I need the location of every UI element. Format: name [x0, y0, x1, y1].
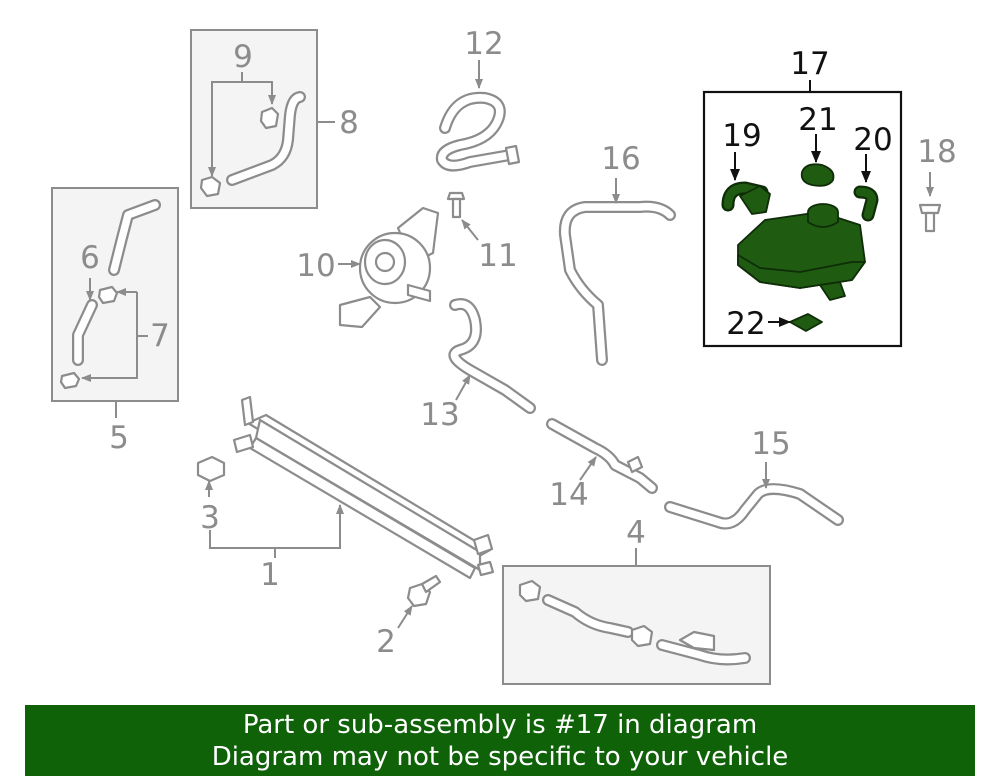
clip-part-3 [196, 455, 226, 483]
hose-part-13 [448, 298, 536, 414]
banner-line-1: Part or sub-assembly is #17 in diagram [242, 710, 758, 740]
reservoir-part-17[interactable] [737, 203, 866, 301]
bolt-part-18 [918, 203, 942, 233]
clamp-part-7a [97, 285, 119, 305]
callout-19: 19 [722, 118, 761, 154]
callout-8: 8 [339, 105, 359, 141]
callout-5: 5 [109, 420, 129, 456]
hose-part-20[interactable] [853, 185, 879, 222]
callout-20: 20 [853, 122, 892, 158]
callout-4: 4 [626, 515, 646, 551]
callout-18: 18 [917, 134, 956, 170]
callout-14: 14 [549, 477, 588, 513]
cap-part-21[interactable] [800, 163, 835, 187]
hose-part-5 [108, 199, 161, 276]
hose-part-4a [542, 594, 634, 638]
callout-9: 9 [233, 39, 253, 75]
info-banner: Part or sub-assembly is #17 in diagram D… [25, 705, 975, 776]
group-box-8 [190, 29, 318, 209]
callout-12: 12 [464, 26, 503, 62]
pipe-part-14 [546, 418, 658, 494]
callout-labels: 1 2 3 4 5 6 7 8 9 10 11 12 13 14 15 16 1… [80, 26, 957, 660]
pipe-part-4b [656, 639, 751, 666]
highlight-box-17 [702, 80, 903, 348]
parts-diagram: 1 2 3 4 5 6 7 8 9 10 11 12 13 14 15 16 1… [51, 26, 957, 685]
hose-part-6 [72, 299, 98, 366]
cooler-part-1 [232, 395, 495, 580]
callout-22: 22 [726, 306, 765, 342]
callout-2: 2 [376, 624, 396, 660]
clamp-part-9b [199, 175, 222, 198]
callout-7: 7 [150, 318, 170, 354]
clamp-part-7b [59, 371, 81, 390]
hose-part-19[interactable] [721, 181, 771, 215]
pad-part-22[interactable] [789, 313, 823, 332]
callout-1: 1 [260, 557, 280, 593]
hose-part-12 [435, 91, 521, 172]
callout-13: 13 [420, 397, 459, 433]
hose-part-16 [558, 200, 676, 366]
callout-6: 6 [80, 240, 100, 276]
group-box-5 [51, 187, 179, 402]
callout-17: 17 [790, 46, 829, 82]
callout-15: 15 [751, 426, 790, 462]
callout-3: 3 [200, 500, 220, 536]
pump-part-10 [338, 206, 440, 329]
bolt-part-11 [446, 191, 466, 219]
pipe-part-15 [664, 483, 844, 530]
banner-line-2: Diagram may not be specific to your vehi… [211, 742, 789, 772]
bolt-part-2 [406, 574, 442, 608]
group-box-4 [502, 565, 771, 685]
callout-21: 21 [798, 102, 837, 138]
callout-10: 10 [296, 248, 335, 284]
hose-part-8 [226, 91, 306, 186]
callout-11: 11 [478, 238, 517, 274]
clamp-part-9a [259, 106, 280, 130]
callout-16: 16 [601, 141, 640, 177]
